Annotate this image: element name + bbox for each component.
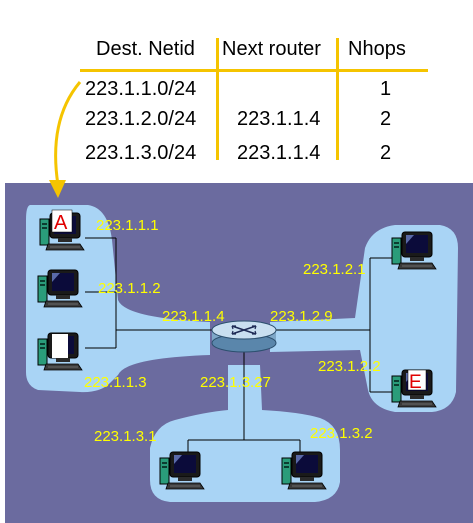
table-header-rule bbox=[80, 69, 428, 72]
row3-nhops: 2 bbox=[380, 142, 392, 164]
header-next-router: Next router bbox=[222, 38, 321, 60]
row2-dest: 223.1.2.0/24 bbox=[85, 108, 197, 130]
ip-223-1-2-2: 223.1.2.2 bbox=[318, 358, 381, 375]
host-a-label: A bbox=[54, 212, 68, 234]
row2-next: 223.1.1.4 bbox=[237, 108, 321, 130]
pointer-arrowhead bbox=[49, 180, 66, 198]
ip-223-1-1-2: 223.1.1.2 bbox=[98, 280, 161, 297]
ip-223-1-1-1: 223.1.1.1 bbox=[96, 217, 159, 234]
host-223-1-1-2-icon bbox=[37, 269, 83, 308]
host-a-label-bg bbox=[51, 209, 73, 233]
ip-223-1-2-1: 223.1.2.1 bbox=[303, 261, 366, 278]
host-blank-screen bbox=[52, 334, 68, 358]
host-223-1-3-2-icon bbox=[281, 451, 327, 490]
host-223-1-2-1-icon bbox=[391, 231, 437, 270]
row3-dest: 223.1.3.0/24 bbox=[85, 142, 197, 164]
ip-223-1-2-9: 223.1.2.9 bbox=[270, 308, 333, 325]
subnet-223-1-2-blob bbox=[270, 225, 458, 412]
host-e-label-bg bbox=[407, 369, 427, 391]
row3-next: 223.1.1.4 bbox=[237, 142, 321, 164]
ip-223-1-1-4: 223.1.1.4 bbox=[162, 308, 225, 325]
pointer-arrow bbox=[54, 81, 82, 186]
table-column-divider-2 bbox=[336, 38, 339, 160]
ip-223-1-3-2: 223.1.3.2 bbox=[310, 425, 373, 442]
router-icon bbox=[211, 320, 277, 353]
ip-223-1-1-3: 223.1.1.3 bbox=[84, 374, 147, 391]
ip-223-1-3-1: 223.1.3.1 bbox=[94, 428, 157, 445]
routing-table: Dest. Netid Next router Nhops 223.1.1.0/… bbox=[0, 0, 473, 180]
header-nhops: Nhops bbox=[348, 38, 406, 60]
host-e-label: E bbox=[409, 372, 422, 393]
row1-nhops: 1 bbox=[380, 78, 392, 100]
ip-223-1-3-27: 223.1.3.27 bbox=[200, 374, 271, 391]
table-column-divider-1 bbox=[216, 38, 219, 160]
host-223-1-3-1-icon bbox=[159, 451, 205, 490]
header-dest-netid: Dest. Netid bbox=[96, 38, 195, 60]
row1-dest: 223.1.1.0/24 bbox=[85, 78, 197, 100]
row2-nhops: 2 bbox=[380, 108, 392, 130]
